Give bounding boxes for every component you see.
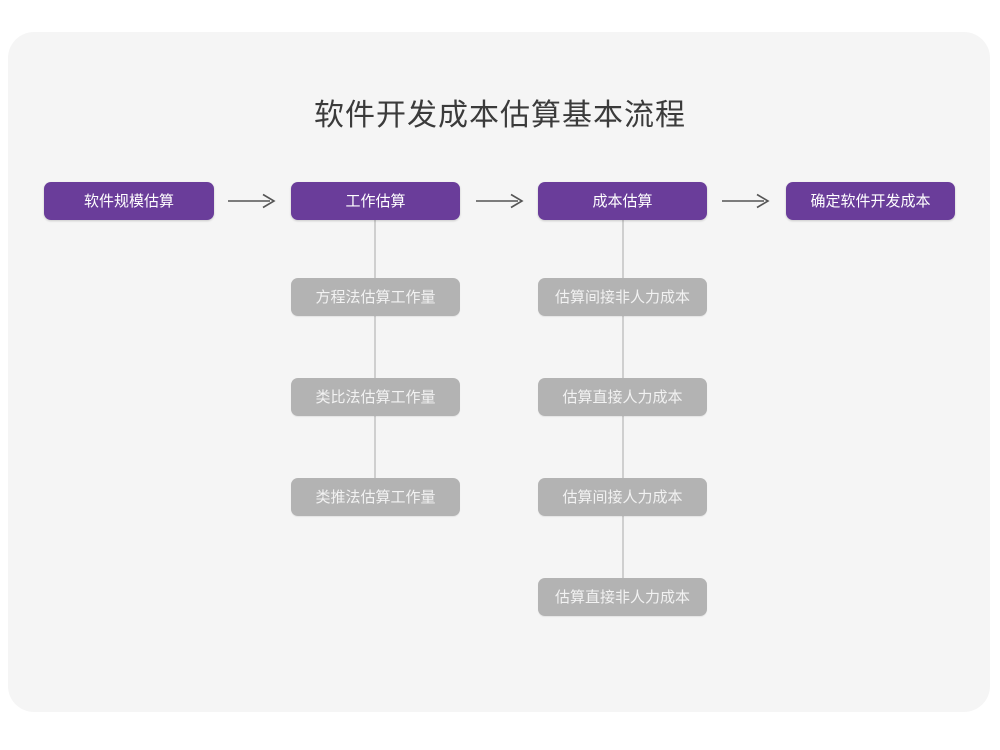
flow-stage-node-3[interactable]: 成本估算 — [538, 182, 707, 220]
flow-substep-node-cost-4[interactable]: 估算直接非人力成本 — [538, 578, 707, 616]
flow-substep-node-cost-2[interactable]: 估算直接人力成本 — [538, 378, 707, 416]
diagram-card — [8, 32, 990, 712]
connector-line-work-estimation — [374, 220, 376, 480]
arrow-right-icon-2 — [476, 193, 524, 209]
flow-substep-node-work-2[interactable]: 类比法估算工作量 — [291, 378, 460, 416]
flow-substep-node-cost-3[interactable]: 估算间接人力成本 — [538, 478, 707, 516]
flow-stage-node-2[interactable]: 工作估算 — [291, 182, 460, 220]
flow-stage-node-4[interactable]: 确定软件开发成本 — [786, 182, 955, 220]
flow-substep-node-work-3[interactable]: 类推法估算工作量 — [291, 478, 460, 516]
flow-stage-node-1[interactable]: 软件规模估算 — [44, 182, 214, 220]
arrow-right-icon-1 — [228, 193, 276, 209]
page-title: 软件开发成本估算基本流程 — [314, 99, 686, 132]
arrow-right-icon-3 — [722, 193, 770, 209]
flow-substep-node-work-1[interactable]: 方程法估算工作量 — [291, 278, 460, 316]
flow-substep-node-cost-1[interactable]: 估算间接非人力成本 — [538, 278, 707, 316]
